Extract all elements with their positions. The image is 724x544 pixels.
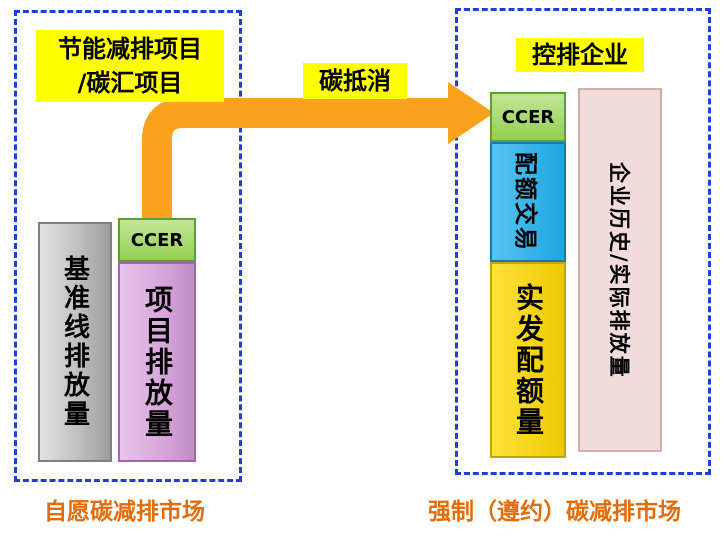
- right-panel-title: 控排企业: [516, 38, 644, 72]
- project-emissions-bar: 项目排放量: [118, 262, 196, 462]
- left-panel-title: 节能减排项目 /碳汇项目: [36, 30, 224, 102]
- left-panel-title-line1: 节能减排项目: [58, 35, 202, 63]
- carbon-offset-label: 碳抵消: [303, 63, 407, 99]
- project-emissions-label: 项目排放量: [141, 284, 174, 440]
- baseline-emissions-bar: 基准线排放量: [38, 222, 112, 462]
- compliance-market-footer: 强制（遵约）碳减排市场: [428, 499, 681, 525]
- ccer-segment-label: CCER: [501, 106, 555, 128]
- issued-quota-label: 实发配额量: [512, 282, 545, 438]
- arrow-head: [448, 82, 494, 144]
- actual-emissions-bar: 企业历史/实际排放量: [578, 88, 662, 452]
- compliance-market-box: [455, 8, 711, 475]
- left-panel-title-line2: /碳汇项目: [77, 69, 183, 97]
- quota-trade-segment: 配额交易: [490, 142, 566, 262]
- voluntary-market-box: [14, 10, 242, 482]
- voluntary-market-footer: 自愿碳减排市场: [44, 499, 205, 525]
- actual-emissions-label: 企业历史/实际排放量: [607, 161, 631, 379]
- ccer-cap-label: CCER: [130, 229, 184, 251]
- baseline-emissions-label: 基准线排放量: [59, 255, 90, 429]
- ccer-cap: CCER: [118, 218, 196, 262]
- ccer-segment: CCER: [490, 92, 566, 142]
- issued-quota-segment: 实发配额量: [490, 262, 566, 458]
- quota-trade-label: 配额交易: [512, 152, 538, 252]
- arrow-shaft: [142, 98, 450, 230]
